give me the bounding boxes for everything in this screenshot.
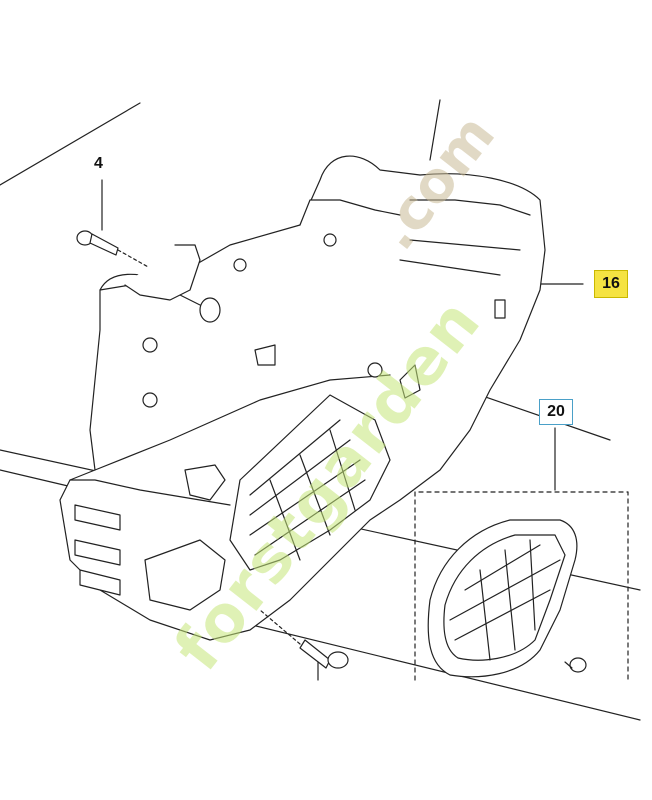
screw-4: [76, 230, 151, 269]
callout-item-4: 4: [94, 155, 103, 172]
cover-tab: [399, 364, 421, 399]
cylinder-cover-16: [59, 155, 546, 641]
cover-tab: [254, 344, 276, 366]
callout-item-16: 16: [594, 270, 628, 298]
air-filter-20: [427, 519, 587, 678]
assembly-line: [0, 102, 141, 186]
callout-item-20: 20: [539, 399, 573, 425]
assembly-line: [429, 99, 441, 161]
cover-screw: [259, 609, 349, 669]
